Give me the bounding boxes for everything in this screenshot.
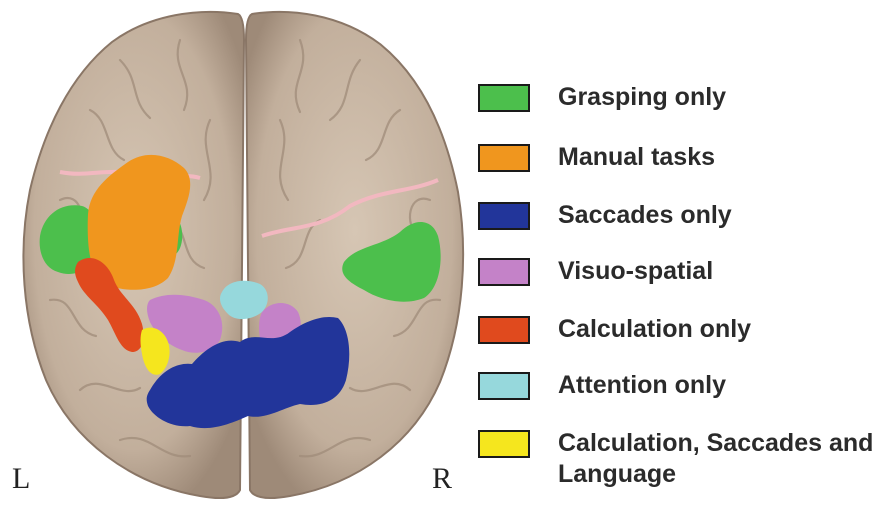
legend-swatch	[478, 202, 530, 230]
legend-label: Calculation, Saccades and Language	[558, 428, 878, 490]
legend-item-manual: Manual tasks	[478, 142, 715, 173]
legend-swatch	[478, 84, 530, 112]
legend-label: Saccades only	[558, 200, 732, 231]
legend-item-calculation: Calculation only	[478, 314, 751, 345]
brain-illustration	[0, 0, 470, 510]
legend-label: Grasping only	[558, 82, 726, 113]
legend-item-calc-saccades-language: Calculation, Saccades and Language	[478, 428, 878, 490]
left-hemisphere-label: L	[12, 462, 30, 496]
legend-swatch	[478, 430, 530, 458]
legend-item-grasping: Grasping only	[478, 82, 726, 113]
legend-item-visuo-spatial: Visuo-spatial	[478, 256, 713, 287]
right-hemisphere-label: R	[432, 462, 452, 496]
legend-swatch	[478, 258, 530, 286]
legend-label: Visuo-spatial	[558, 256, 713, 287]
legend-swatch	[478, 144, 530, 172]
legend-label: Calculation only	[558, 314, 751, 345]
legend-label: Manual tasks	[558, 142, 715, 173]
legend-swatch	[478, 372, 530, 400]
legend-swatch	[478, 316, 530, 344]
legend-item-attention: Attention only	[478, 370, 726, 401]
legend: Grasping only Manual tasks Saccades only…	[478, 0, 895, 510]
legend-item-saccades: Saccades only	[478, 200, 732, 231]
legend-label: Attention only	[558, 370, 726, 401]
